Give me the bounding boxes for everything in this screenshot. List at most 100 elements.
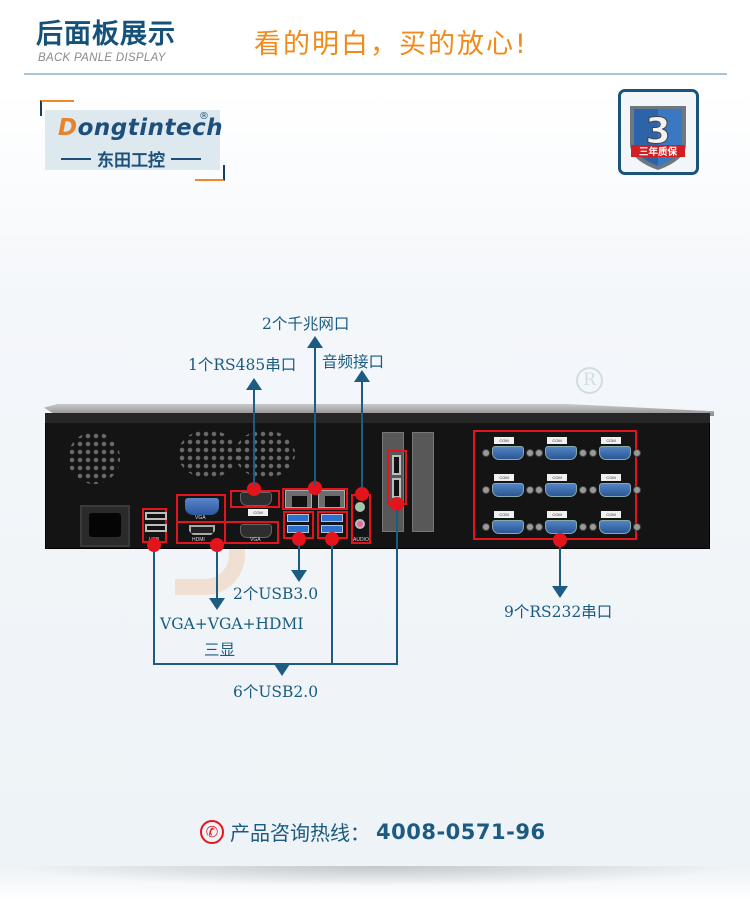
screw (535, 523, 543, 531)
hotline-label: 产品咨询热线： (230, 821, 370, 845)
callout-rs232: 9个RS232串口 (504, 603, 613, 621)
marker-dot (325, 532, 339, 546)
screw (589, 486, 597, 494)
warranty-label: 三年质保 (639, 146, 678, 158)
callout-line (153, 552, 155, 664)
brand-logo (45, 110, 220, 170)
expansion-slot-bracket (412, 432, 434, 532)
com-port-label: COM (547, 474, 567, 481)
lan-port (318, 490, 345, 508)
vga-port-label: VGA (195, 515, 206, 521)
arrow-up-icon (307, 336, 323, 348)
usb2-port (392, 478, 401, 498)
audio-jack-line-out (355, 502, 365, 512)
vga-port-2 (240, 524, 272, 538)
hotline: ✆ 产品咨询热线： 4008-0571-96 (200, 817, 546, 846)
rs232-port (599, 520, 631, 534)
usb2-port (145, 512, 167, 520)
bottom-shadow (0, 866, 750, 900)
brand-rest: ongtintech (77, 115, 224, 141)
logo-corner-decoration (195, 165, 225, 181)
callout-display-sub: 三显 (204, 641, 236, 659)
callout-line (253, 385, 255, 485)
brand-name-chinese: 东田工控 (56, 146, 206, 171)
usb2-port (145, 524, 167, 532)
com-port-label: COM (494, 437, 514, 444)
fan-grill (235, 430, 295, 478)
header-divider (24, 73, 727, 75)
screw (482, 449, 490, 457)
callout-display: VGA+VGA+HDMI (160, 615, 304, 633)
marker-dot (390, 497, 404, 511)
display-highlight-box (176, 521, 279, 544)
brand-initial: D (58, 115, 78, 141)
arrow-down-icon (209, 598, 225, 610)
rs232-port (545, 520, 577, 534)
screw (526, 486, 534, 494)
screw (526, 449, 534, 457)
rs232-port (545, 483, 577, 497)
rs232-port (492, 483, 524, 497)
com-port-label: COM (547, 437, 567, 444)
marker-dot (247, 482, 261, 496)
marker-dot (553, 533, 567, 547)
usb3-port (287, 514, 309, 522)
rs232-port (599, 446, 631, 460)
screw (535, 486, 543, 494)
fan-grill (178, 430, 238, 478)
section-subtitle: BACK PANLE DISPLAY (38, 52, 166, 64)
arrow-up-icon (246, 378, 262, 390)
hotline-number[interactable]: 4008-0571-96 (376, 819, 546, 844)
com-port-label: COM (494, 511, 514, 518)
marker-dot (210, 538, 224, 552)
section-title: 后面板展示 (36, 19, 176, 50)
phone-icon: ✆ (200, 819, 224, 844)
callout-audio: 音频接口 (322, 353, 385, 371)
hdmi-port-label: HDMI (192, 537, 205, 543)
logo-corner-decoration (40, 100, 74, 116)
arrow-down-icon (274, 664, 290, 676)
com-port-label: COM (494, 474, 514, 481)
rs232-port (545, 446, 577, 460)
screw (633, 449, 641, 457)
marker-dot (308, 481, 322, 495)
marker-dot (292, 532, 306, 546)
screw (633, 486, 641, 494)
callout-line (331, 546, 333, 664)
screw (589, 523, 597, 531)
callout-line (559, 547, 561, 587)
vga-port (185, 498, 219, 515)
registered-mark: ® (199, 111, 209, 122)
callout-lan: 2个千兆网口 (262, 315, 350, 333)
screw (589, 449, 597, 457)
callout-rs485: 1个RS485串口 (188, 356, 297, 374)
screw (526, 523, 534, 531)
chassis-rim (45, 413, 710, 423)
vga2-port-label: VGA (250, 537, 261, 543)
com-port-label: COM (601, 511, 621, 518)
rs232-port (599, 483, 631, 497)
brand-name-english: Dongtintech (58, 115, 223, 141)
usb2-port (392, 455, 401, 475)
callout-line (298, 546, 300, 576)
rs232-port (492, 520, 524, 534)
audio-port-label: AUDIO (353, 537, 369, 543)
arrow-down-icon (552, 586, 568, 598)
dash (61, 157, 91, 160)
screw (579, 449, 587, 457)
com-port-label: COM (547, 511, 567, 518)
com-port-label: COM (601, 437, 621, 444)
hdmi-port (189, 525, 215, 535)
callout-line (216, 552, 218, 598)
screw (579, 486, 587, 494)
callout-usb2: 6个USB2.0 (233, 683, 319, 701)
com-tag: COM (248, 509, 268, 516)
screw (579, 523, 587, 531)
arrow-up-icon (354, 370, 370, 382)
callout-usb3: 2个USB3.0 (233, 585, 319, 603)
com-port-label: COM (601, 474, 621, 481)
registered-watermark: R (576, 367, 603, 394)
slogan: 看的明白，买的放心! (254, 29, 528, 60)
callout-line (396, 510, 398, 664)
brand-chinese-text: 东田工控 (97, 151, 165, 171)
